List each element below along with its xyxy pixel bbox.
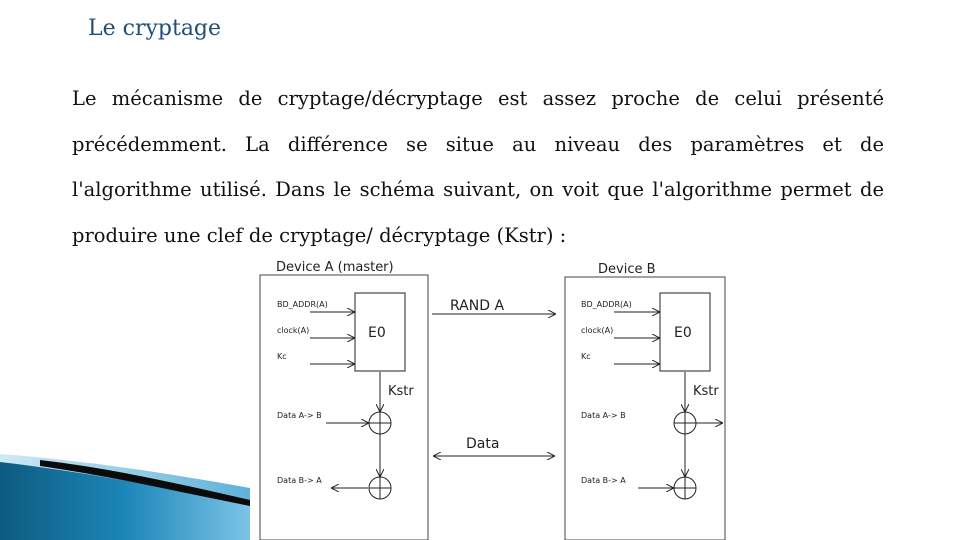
body-paragraph: Le mécanisme de cryptage/décryptage est … [72, 76, 884, 258]
device-b-input-bdaddr: BD_ADDR(A) [581, 300, 632, 309]
device-a-frame [259, 274, 429, 540]
device-b-frame [564, 276, 726, 540]
body-paragraph-text: Le mécanisme de cryptage/décryptage est … [72, 87, 884, 247]
device-b-data-in-label: Data B-> A [581, 476, 626, 485]
device-b-input-kc: Kc [581, 352, 591, 361]
device-b-xor-top [673, 411, 697, 435]
decorative-wave-graphic [0, 454, 250, 540]
device-a-input-bdaddr: BD_ADDR(A) [277, 300, 328, 309]
device-a-data-in-label: Data A-> B [277, 411, 322, 420]
encryption-diagram: Device A (master) E0 BD_ADDR(A) clock(A)… [250, 255, 730, 540]
channel-rand-label: RAND A [450, 298, 504, 314]
device-b-data-out-label: Data A-> B [581, 411, 626, 420]
device-b-e0-label: E0 [674, 325, 692, 341]
device-a-title: Device A (master) [276, 260, 394, 275]
device-b-e0-block [659, 292, 711, 372]
channel-data-label: Data [466, 436, 499, 452]
device-b-kstr-label: Kstr [693, 384, 719, 399]
device-a-input-kc: Kc [277, 352, 287, 361]
device-b-xor-bottom [673, 476, 697, 500]
slide-title: Le cryptage [88, 16, 222, 41]
device-b-title: Device B [598, 262, 656, 277]
diagram-background [250, 255, 730, 540]
device-a-kstr-label: Kstr [388, 384, 414, 399]
wave-band-dark [0, 462, 250, 540]
device-b-input-clock: clock(A) [581, 326, 613, 335]
device-a-xor-top [368, 411, 392, 435]
device-a-xor-bottom [368, 476, 392, 500]
wave-band-black [40, 460, 250, 506]
device-a-data-out-label: Data B-> A [277, 476, 322, 485]
device-a-e0-label: E0 [368, 325, 386, 341]
device-a-e0-block [354, 292, 406, 372]
device-a-input-clock: clock(A) [277, 326, 309, 335]
